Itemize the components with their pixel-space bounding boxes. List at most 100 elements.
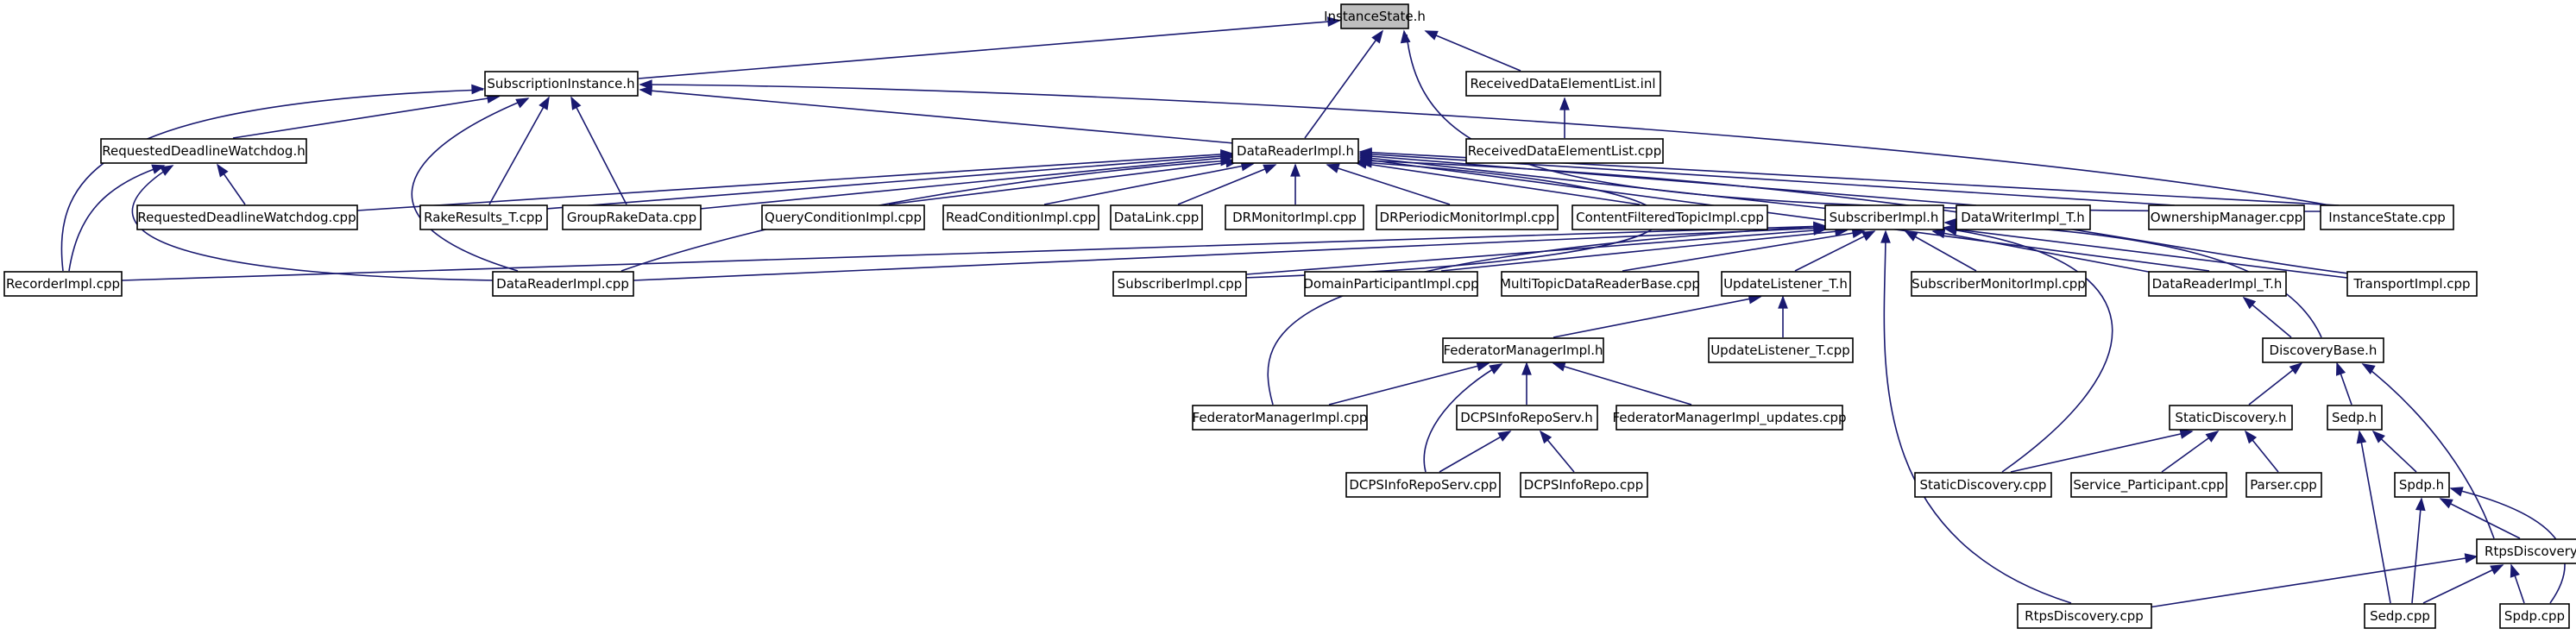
svg-text:Service_Participant.cpp: Service_Participant.cpp	[2073, 477, 2224, 494]
edge-transport-impl-to-subscriber-impl-h	[1942, 223, 2348, 279]
edge-dr-monitor-to-data-reader-impl-h	[1290, 163, 1301, 204]
edge-spdp-h-to-sedp-h	[2371, 430, 2417, 473]
node-received-data-element-list-inl[interactable]: ReceivedDataElementList.inl	[1465, 71, 1661, 97]
node-dr-monitor-impl-cpp[interactable]: DRMonitorImpl.cpp	[1225, 204, 1364, 230]
edge-requested-deadline-cpp-to-data-reader-impl-h	[356, 149, 1234, 211]
node-update-listener-t-cpp[interactable]: UpdateListener_T.cpp	[1708, 337, 1854, 363]
node-data-link-cpp[interactable]: DataLink.cpp	[1110, 204, 1203, 230]
node-rtps-discovery-cpp[interactable]: RtpsDiscovery.cpp	[2017, 603, 2152, 629]
svg-text:RequestedDeadlineWatchdog.h: RequestedDeadlineWatchdog.h	[102, 143, 305, 159]
edge-data-reader-impl-cpp-to-subscription-instance	[411, 97, 530, 272]
node-subscriber-impl-h[interactable]: SubscriberImpl.h	[1824, 204, 1944, 230]
edge-static-discovery-cpp-to-static-discovery-h	[2010, 429, 2194, 473]
edge-rtps-discovery-cpp-to-subscriber-impl-h	[1880, 229, 2072, 604]
node-dr-periodic-monitor-impl-cpp[interactable]: DRPeriodicMonitorImpl.cpp	[1376, 204, 1559, 230]
node-sedp-cpp[interactable]: Sedp.cpp	[2364, 603, 2436, 629]
edge-spdp-cpp-to-rtps-discovery-h	[2510, 563, 2525, 604]
edge-subscriber-impl-cpp-to-subscriber-impl-h	[1245, 225, 1827, 275]
node-received-data-element-list-cpp[interactable]: ReceivedDataElementList.cpp	[1465, 138, 1664, 164]
node-spdp-cpp[interactable]: Spdp.cpp	[2499, 603, 2570, 629]
edge-federator-updates-to-federator-manager-h	[1552, 362, 1692, 406]
node-ownership-manager-cpp[interactable]: OwnershipManager.cpp	[2148, 204, 2305, 230]
node-update-listener-t-h[interactable]: UpdateListener_T.h	[1721, 271, 1851, 297]
svg-text:UpdateListener_T.cpp: UpdateListener_T.cpp	[1710, 343, 1850, 359]
edge-group-rake-data-to-subscription-instance	[570, 96, 627, 205]
graph-nodes: InstanceState.h SubscriptionInstance.h R…	[3, 3, 2576, 629]
edge-data-link-to-data-reader-impl-h	[1177, 164, 1277, 205]
svg-text:OwnershipManager.cpp: OwnershipManager.cpp	[2151, 210, 2302, 225]
svg-text:SubscriberImpl.cpp: SubscriberImpl.cpp	[1118, 276, 1243, 292]
node-transport-impl-cpp[interactable]: TransportImpl.cpp	[2346, 271, 2478, 297]
node-multi-topic-data-reader-base-cpp[interactable]: MultiTopicDataReaderBase.cpp	[1500, 271, 1700, 297]
node-static-discovery-cpp[interactable]: StaticDiscovery.cpp	[1914, 472, 2052, 498]
node-query-condition-impl-cpp[interactable]: QueryConditionImpl.cpp	[761, 204, 925, 230]
node-requested-deadline-watchdog-cpp[interactable]: RequestedDeadlineWatchdog.cpp	[136, 204, 358, 230]
svg-text:UpdateListener_T.h: UpdateListener_T.h	[1723, 276, 1848, 292]
svg-text:Sedp.h: Sedp.h	[2332, 410, 2377, 425]
node-discovery-base-h[interactable]: DiscoveryBase.h	[2262, 337, 2384, 363]
svg-text:DataWriterImpl_T.h: DataWriterImpl_T.h	[1961, 210, 2084, 226]
node-static-discovery-h[interactable]: StaticDiscovery.h	[2169, 405, 2293, 431]
node-instance-state-h[interactable]: InstanceState.h	[1324, 3, 1426, 29]
edge-sedp-cpp-to-rtps-discovery-h	[2422, 564, 2504, 604]
node-instance-state-cpp[interactable]: InstanceState.cpp	[2320, 204, 2454, 230]
svg-text:DCPSInfoRepo.cpp: DCPSInfoRepo.cpp	[1524, 477, 1643, 493]
svg-text:TransportImpl.cpp: TransportImpl.cpp	[2352, 276, 2470, 292]
node-requested-deadline-watchdog-h[interactable]: RequestedDeadlineWatchdog.h	[100, 138, 307, 164]
svg-text:RakeResults_T.cpp: RakeResults_T.cpp	[424, 210, 543, 226]
node-data-reader-impl-h[interactable]: DataReaderImpl.h	[1231, 138, 1359, 164]
edge-sedp-cpp-to-sedp-h	[2356, 430, 2391, 604]
svg-text:Sedp.cpp: Sedp.cpp	[2370, 608, 2430, 624]
svg-text:RtpsDiscovery.cpp: RtpsDiscovery.cpp	[2025, 608, 2144, 624]
edge-query-condition-to-data-reader-impl-h	[888, 157, 1239, 205]
svg-text:InstanceState.cpp: InstanceState.cpp	[2328, 210, 2446, 225]
svg-text:ReadConditionImpl.cpp: ReadConditionImpl.cpp	[946, 210, 1096, 225]
node-content-filtered-topic-impl-cpp[interactable]: ContentFilteredTopicImpl.cpp	[1571, 204, 1768, 230]
edge-service-participant-to-static-discovery-h	[2161, 431, 2220, 473]
node-rake-results-t-cpp[interactable]: RakeResults_T.cpp	[419, 204, 548, 230]
edge-dr-periodic-monitor-to-data-reader-impl-h	[1326, 163, 1451, 205]
node-service-participant-cpp[interactable]: Service_Participant.cpp	[2070, 472, 2227, 498]
edge-dcps-info-repo-serv-cpp-to-federator-manager-h	[1423, 363, 1503, 473]
node-data-reader-impl-t-h[interactable]: DataReaderImpl_T.h	[2148, 271, 2287, 297]
node-subscription-instance-h[interactable]: SubscriptionInstance.h	[484, 71, 639, 97]
svg-text:DiscoveryBase.h: DiscoveryBase.h	[2270, 343, 2378, 358]
svg-text:DRPeriodicMonitorImpl.cpp: DRPeriodicMonitorImpl.cpp	[1380, 210, 1555, 225]
node-recorder-impl-cpp[interactable]: RecorderImpl.cpp	[3, 271, 123, 297]
edge-rake-results-to-subscription-instance	[488, 96, 550, 205]
svg-text:Spdp.cpp: Spdp.cpp	[2504, 608, 2565, 624]
node-subscriber-impl-cpp[interactable]: SubscriberImpl.cpp	[1112, 271, 1247, 297]
edge-dcps-info-repo-serv-h-to-federator-manager-h	[1521, 362, 1532, 405]
svg-text:StaticDiscovery.h: StaticDiscovery.h	[2175, 410, 2286, 425]
svg-text:DataReaderImpl.cpp: DataReaderImpl.cpp	[496, 276, 629, 292]
svg-text:ReceivedDataElementList.cpp: ReceivedDataElementList.cpp	[1468, 143, 1661, 159]
edge-received-list-inl-to-instance-state	[1424, 30, 1521, 72]
node-spdp-h[interactable]: Spdp.h	[2394, 472, 2450, 498]
node-data-writer-impl-t-h[interactable]: DataWriterImpl_T.h	[1956, 204, 2091, 230]
edge-dcps-info-repo-serv-cpp-to-dcps-info-repo-serv-h	[1439, 431, 1512, 473]
node-domain-participant-impl-cpp[interactable]: DomainParticipantImpl.cpp	[1303, 271, 1479, 297]
node-federator-manager-impl-updates-cpp[interactable]: FederatorManagerImpl_updates.cpp	[1612, 405, 1847, 431]
edge-data-reader-impl-t-h-to-subscriber-impl-h	[1931, 228, 2158, 274]
node-subscriber-monitor-impl-cpp[interactable]: SubscriberMonitorImpl.cpp	[1911, 271, 2087, 297]
node-parser-cpp[interactable]: Parser.cpp	[2245, 472, 2322, 498]
node-federator-manager-impl-h[interactable]: FederatorManagerImpl.h	[1442, 337, 1604, 363]
edge-data-reader-impl-h-to-subscription-instance	[639, 85, 1235, 144]
node-federator-manager-impl-cpp[interactable]: FederatorManagerImpl.cpp	[1192, 405, 1368, 431]
node-data-reader-impl-cpp[interactable]: DataReaderImpl.cpp	[492, 271, 634, 297]
node-dcps-info-repo-serv-cpp[interactable]: DCPSInfoRepoServ.cpp	[1345, 472, 1501, 498]
node-read-condition-impl-cpp[interactable]: ReadConditionImpl.cpp	[942, 204, 1099, 230]
edge-federator-manager-h-to-update-listener-t-h	[1553, 293, 1762, 338]
svg-text:Spdp.h: Spdp.h	[2399, 477, 2444, 493]
node-rtps-discovery-h[interactable]: RtpsDiscovery.h	[2476, 538, 2576, 564]
node-dcps-info-repo-cpp[interactable]: DCPSInfoRepo.cpp	[1520, 472, 1648, 498]
node-sedp-h[interactable]: Sedp.h	[2327, 405, 2383, 431]
node-dcps-info-repo-serv-h[interactable]: DCPSInfoRepoServ.h	[1456, 405, 1598, 431]
edge-static-discovery-cpp-to-subscriber-impl-h	[1943, 225, 2113, 473]
svg-text:DataLink.cpp: DataLink.cpp	[1114, 210, 1200, 225]
edge-data-reader-impl-h-to-instance-state	[1304, 29, 1383, 139]
edge-requested-deadline-cpp-to-requested-deadline-h	[217, 163, 246, 205]
svg-text:ReceivedDataElementList.inl: ReceivedDataElementList.inl	[1471, 76, 1656, 91]
node-group-rake-data-cpp[interactable]: GroupRakeData.cpp	[562, 204, 702, 230]
svg-text:RequestedDeadlineWatchdog.cpp: RequestedDeadlineWatchdog.cpp	[137, 210, 356, 225]
